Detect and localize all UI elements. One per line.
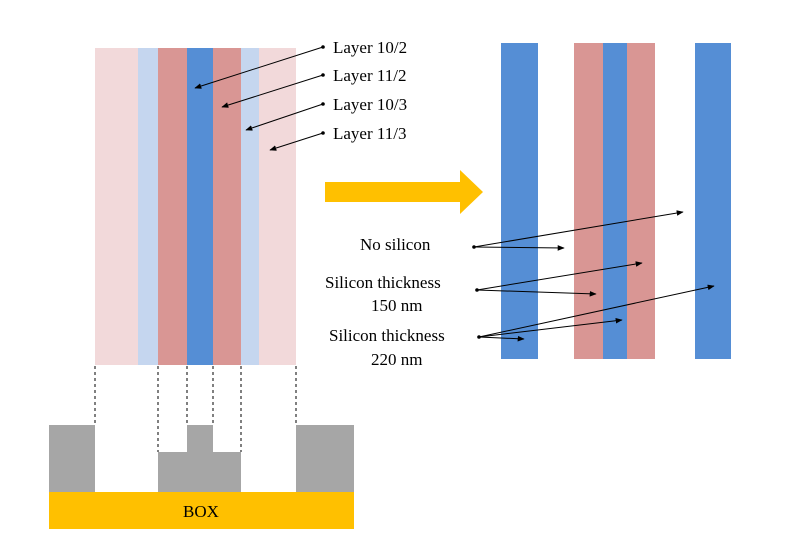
silicon-220nm-left bbox=[49, 425, 95, 492]
legend-text: Silicon thickness bbox=[329, 326, 445, 345]
layer-11-2-region-left bbox=[158, 48, 187, 365]
layer-label-11-2: Layer 11/2 bbox=[221, 66, 406, 108]
legend-150nm: Silicon thickness 150 nm bbox=[325, 261, 643, 315]
silicon-220nm-ridge bbox=[187, 425, 213, 452]
layer-label-10-3: Layer 10/3 bbox=[245, 95, 407, 131]
silicon-220nm-right bbox=[296, 425, 354, 492]
legend-text: 150 nm bbox=[371, 296, 422, 315]
layer-label-text: Layer 10/2 bbox=[333, 38, 407, 57]
cross-section: BOX bbox=[49, 425, 354, 529]
strip-220nm-left bbox=[501, 43, 538, 359]
legend-text: 220 nm bbox=[371, 350, 422, 369]
layer-label-text: Layer 11/3 bbox=[333, 124, 406, 143]
layout-layers bbox=[95, 48, 296, 365]
layer-label-10-2: Layer 10/2 bbox=[194, 38, 407, 89]
legend-220nm: Silicon thickness 220 nm bbox=[329, 284, 715, 369]
transform-arrow bbox=[325, 170, 483, 214]
layer-10-2-region bbox=[187, 48, 213, 365]
layer-11-3-region-right bbox=[259, 48, 296, 365]
result-strips bbox=[501, 43, 731, 359]
legend-text: Silicon thickness bbox=[325, 273, 441, 292]
layer-11-2-region-right bbox=[213, 48, 241, 365]
layer-10-3-region-left bbox=[138, 48, 158, 365]
strip-220nm-center bbox=[603, 43, 627, 359]
box-label: BOX bbox=[183, 502, 219, 521]
strip-220nm-right bbox=[695, 43, 731, 359]
layer-10-3-region-right bbox=[241, 48, 259, 365]
box-layer bbox=[49, 492, 354, 529]
silicon-150nm-slab bbox=[158, 452, 241, 492]
layer-label-11-3: Layer 11/3 bbox=[269, 124, 406, 151]
layer-label-text: Layer 10/3 bbox=[333, 95, 407, 114]
legend-no-silicon: No silicon bbox=[360, 210, 684, 254]
layer-11-3-region-left bbox=[95, 48, 138, 365]
strip-150nm-left bbox=[574, 43, 603, 359]
strip-150nm-right bbox=[627, 43, 655, 359]
layer-label-text: Layer 11/2 bbox=[333, 66, 406, 85]
legend-text: No silicon bbox=[360, 235, 431, 254]
projection-lines bbox=[94, 366, 297, 452]
